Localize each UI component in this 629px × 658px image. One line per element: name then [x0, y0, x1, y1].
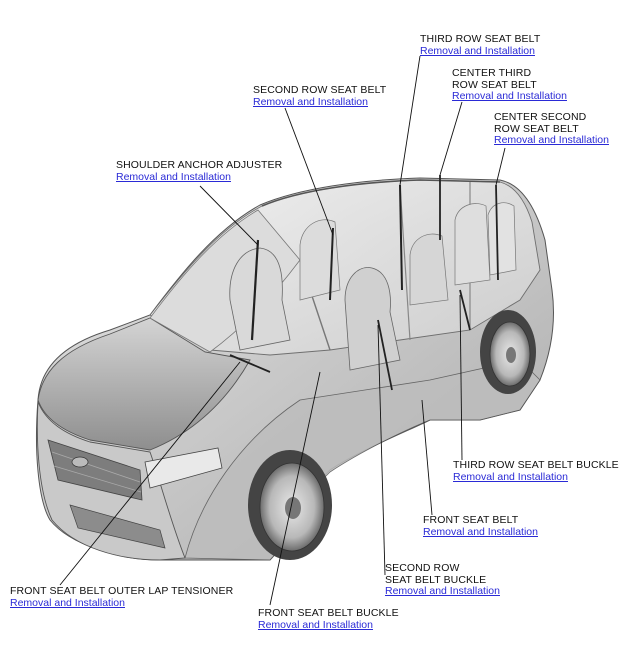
callout-title: CENTER SECOND — [494, 111, 587, 123]
callout-title: FRONT SEAT BELT — [423, 514, 519, 526]
callout-front-seat-belt-outer-lap-tensioner: FRONT SEAT BELT OUTER LAP TENSIONER Remo… — [10, 585, 234, 609]
callout-second-row-seat-belt-buckle: SECOND ROW SEAT BELT BUCKLE Removal and … — [385, 562, 500, 598]
callout-second-row-seat-belt: SECOND ROW SEAT BELT Removal and Install… — [253, 84, 387, 108]
rear-wheel — [480, 310, 536, 394]
vehicle-seats — [229, 202, 517, 371]
callout-title-line-2: SEAT BELT BUCKLE — [385, 573, 487, 586]
callout-third-row-seat-belt: THIRD ROW SEAT BELT Removal and Installa… — [420, 33, 541, 57]
callout-front-seat-belt-buckle: FRONT SEAT BELT BUCKLE Removal and Insta… — [258, 607, 399, 631]
callout-title-line-2: ROW SEAT BELT — [494, 122, 579, 135]
removal-installation-link[interactable]: Removal and Installation — [253, 95, 368, 108]
callout-third-row-seat-belt-buckle: THIRD ROW SEAT BELT BUCKLE Removal and I… — [453, 459, 619, 483]
callout-front-seat-belt: FRONT SEAT BELT Removal and Installation — [423, 514, 538, 538]
removal-installation-link[interactable]: Removal and Installation — [385, 585, 500, 597]
removal-installation-link[interactable]: Removal and Installation — [423, 525, 538, 538]
callout-title: THIRD ROW SEAT BELT — [420, 33, 541, 45]
callout-shoulder-anchor-adjuster: SHOULDER ANCHOR ADJUSTER Removal and Ins… — [116, 159, 283, 183]
callout-title: FRONT SEAT BELT OUTER LAP TENSIONER — [10, 585, 234, 597]
seat-belt-hardware — [229, 175, 499, 391]
removal-installation-link[interactable]: Removal and Installation — [420, 44, 535, 57]
callout-title: SECOND ROW — [385, 562, 460, 574]
leader-lines — [59, 55, 506, 606]
removal-installation-link[interactable]: Removal and Installation — [453, 470, 568, 483]
callout-title: SECOND ROW SEAT BELT — [253, 84, 387, 96]
callout-center-second-row-seat-belt: CENTER SECOND ROW SEAT BELT Removal and … — [494, 111, 609, 147]
callout-title: THIRD ROW SEAT BELT BUCKLE — [453, 459, 619, 471]
removal-installation-link[interactable]: Removal and Installation — [258, 618, 373, 631]
front-wheel — [248, 450, 332, 560]
removal-installation-link[interactable]: Removal and Installation — [452, 90, 567, 102]
callout-title: SHOULDER ANCHOR ADJUSTER — [116, 159, 283, 171]
callout-center-third-row-seat-belt: CENTER THIRD ROW SEAT BELT Removal and I… — [452, 67, 567, 103]
removal-installation-link[interactable]: Removal and Installation — [10, 596, 125, 609]
callout-title: CENTER THIRD — [452, 67, 532, 79]
callout-title: FRONT SEAT BELT BUCKLE — [258, 607, 399, 619]
removal-installation-link[interactable]: Removal and Installation — [494, 134, 609, 146]
removal-installation-link[interactable]: Removal and Installation — [116, 170, 231, 183]
callout-title-line-2: ROW SEAT BELT — [452, 78, 537, 91]
